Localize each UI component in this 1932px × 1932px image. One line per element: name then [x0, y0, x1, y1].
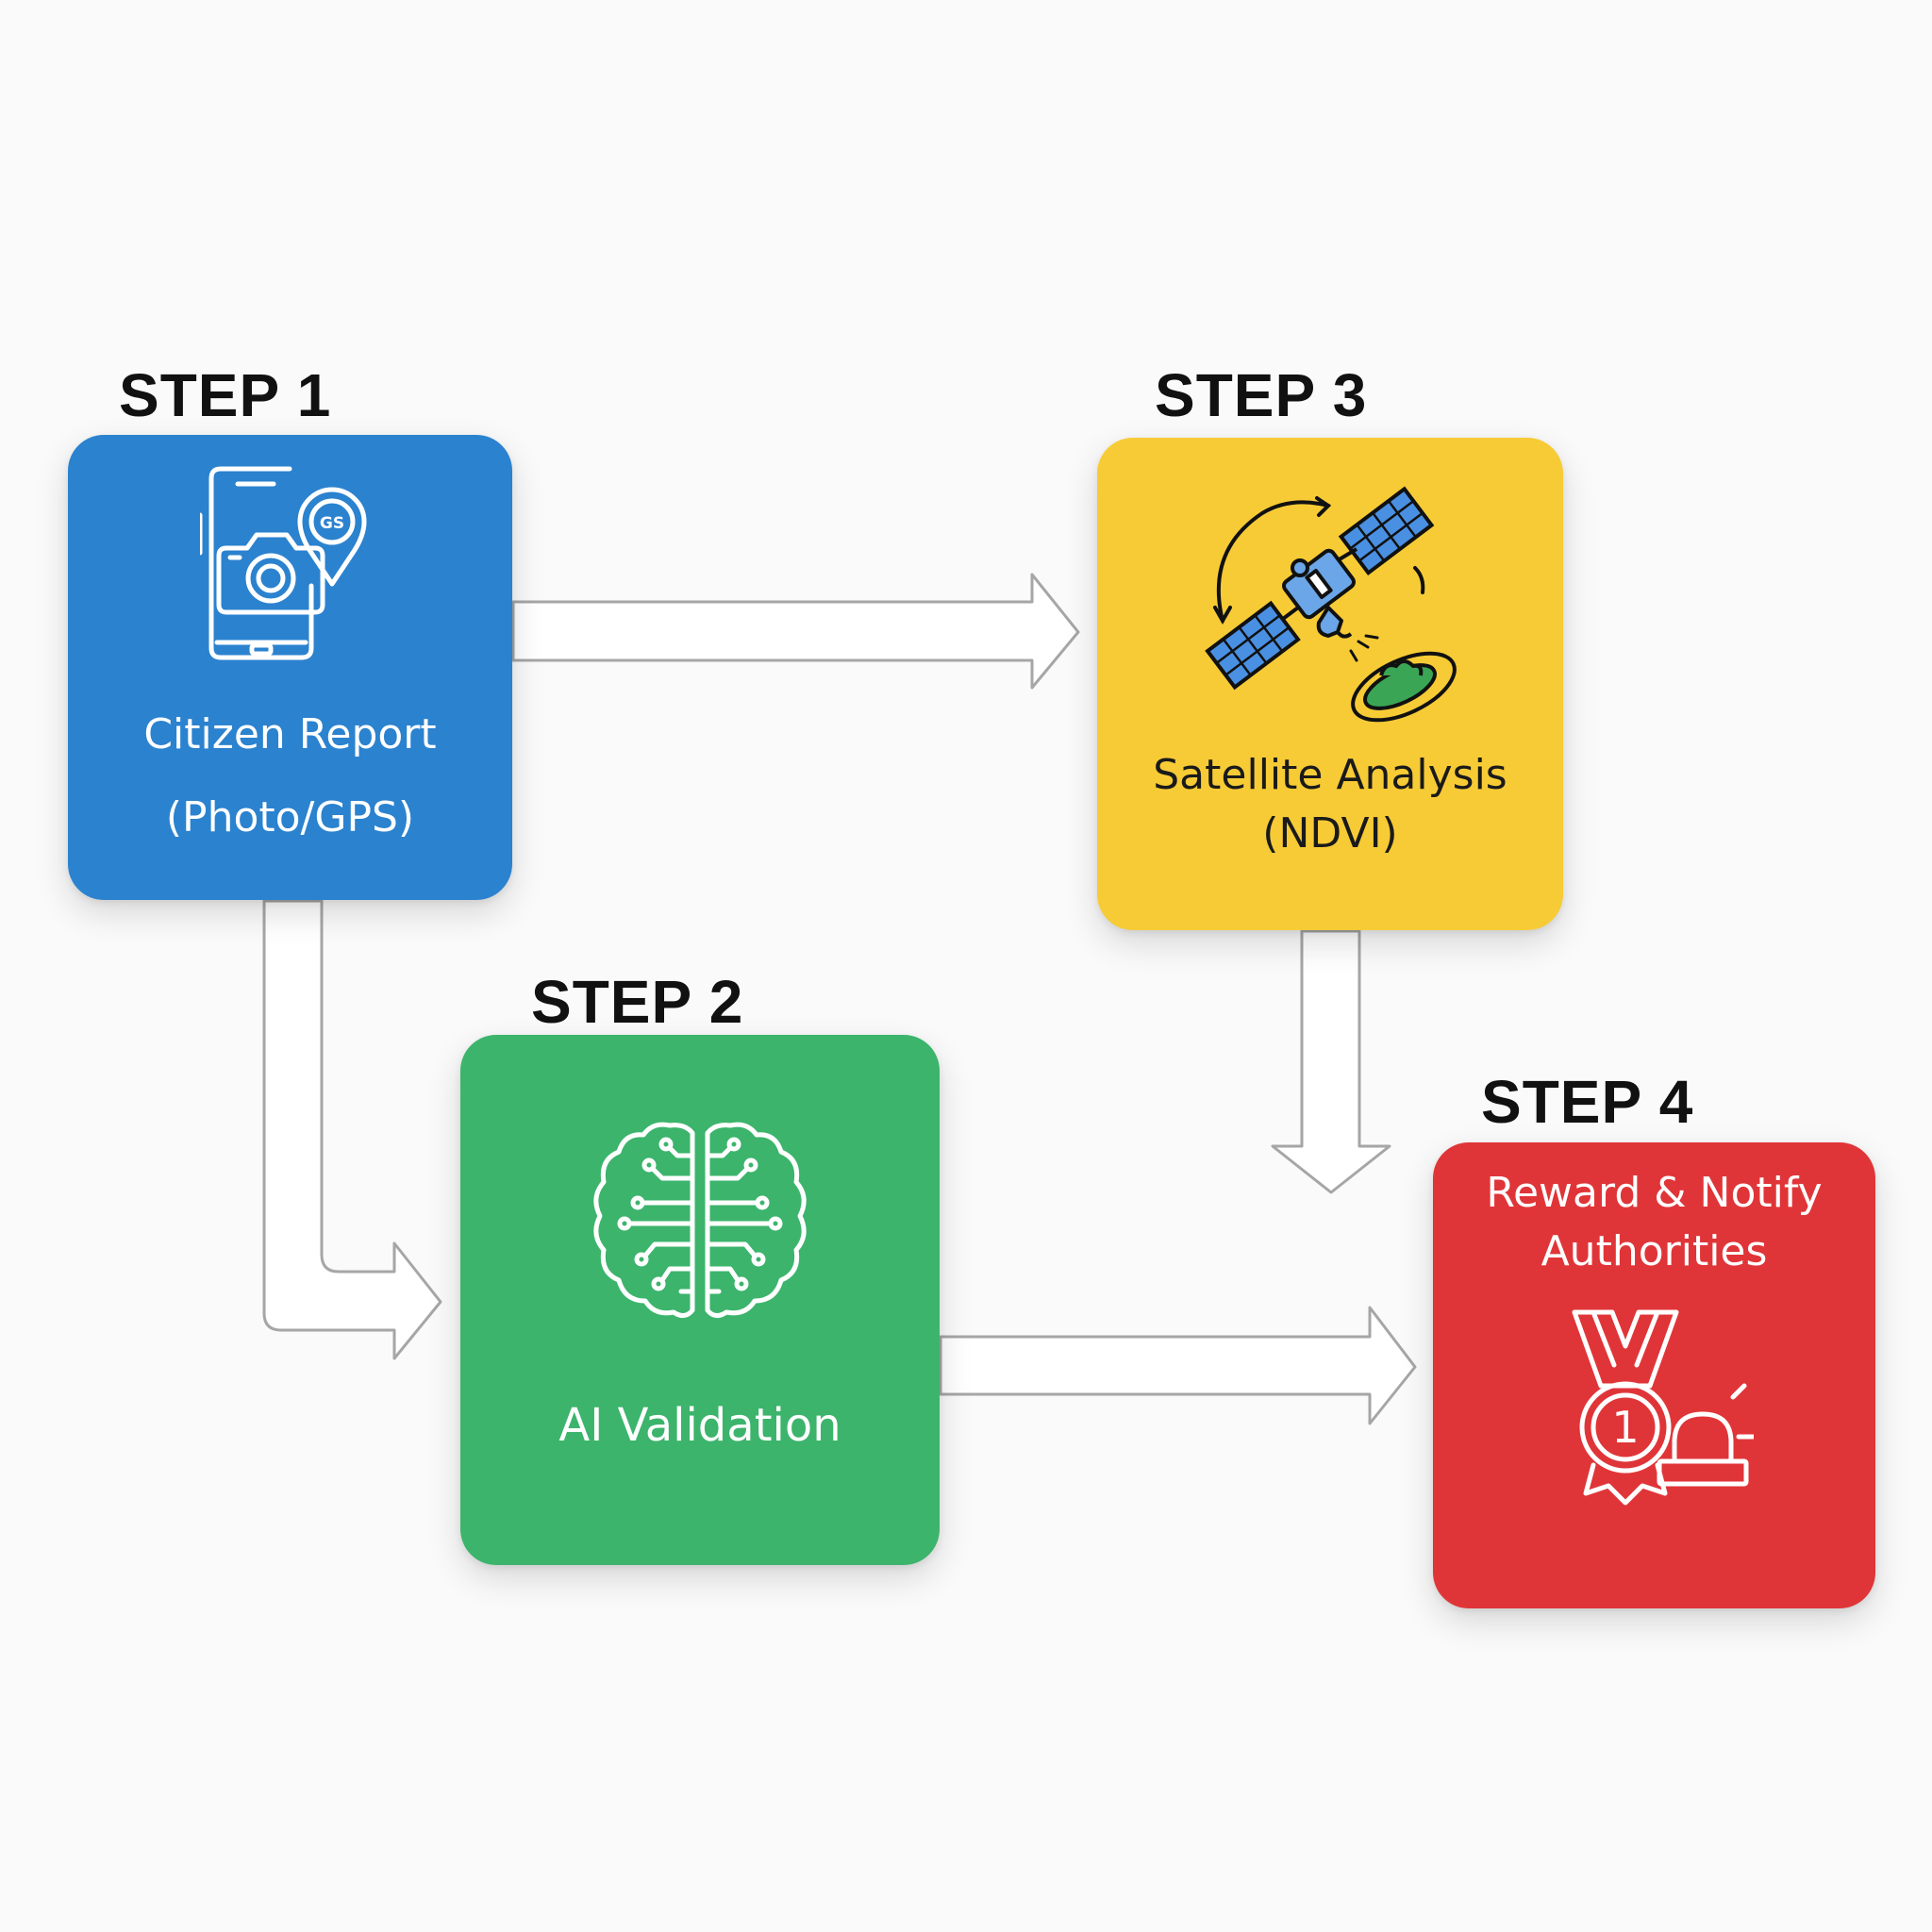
- step-1-title: Citizen Report: [143, 710, 437, 758]
- step-3-label: STEP 3: [1155, 361, 1368, 429]
- step-2-label: STEP 2: [531, 968, 744, 1036]
- step-1-subtitle: (Photo/GPS): [165, 793, 415, 841]
- arrow-step1-to-step2: [262, 899, 442, 1360]
- step-3-subtitle: (NDVI): [1262, 809, 1398, 858]
- step-4-card: Reward & Notify Authorities 1: [1433, 1142, 1875, 1608]
- step-1-label: STEP 1: [119, 361, 332, 429]
- medal-alarm-icon: 1: [1572, 1309, 1754, 1506]
- gps-badge-text: GS: [320, 514, 344, 533]
- arrow-step1-to-step3: [511, 573, 1080, 690]
- medal-number: 1: [1611, 1402, 1639, 1453]
- brain-circuit-icon: [593, 1122, 807, 1318]
- arrow-step3-to-step4: [1271, 929, 1391, 1194]
- step-3-card: Satellite Analysis (NDVI): [1097, 438, 1563, 930]
- step-3-title: Satellite Analysis: [1153, 751, 1507, 799]
- step-4-title: Reward & Notify: [1486, 1169, 1823, 1217]
- phone-camera-gps-icon: GS: [200, 466, 367, 660]
- step-2-title: AI Validation: [558, 1399, 841, 1452]
- step-4-label: STEP 4: [1481, 1068, 1694, 1136]
- arrow-step2-to-step4: [939, 1306, 1417, 1425]
- step-4-subtitle: Authorities: [1541, 1227, 1768, 1275]
- step-2-card: AI Validation: [460, 1035, 940, 1565]
- step-1-card: GS Citizen Report (Photo/GPS): [68, 435, 512, 900]
- satellite-icon: [1205, 486, 1457, 723]
